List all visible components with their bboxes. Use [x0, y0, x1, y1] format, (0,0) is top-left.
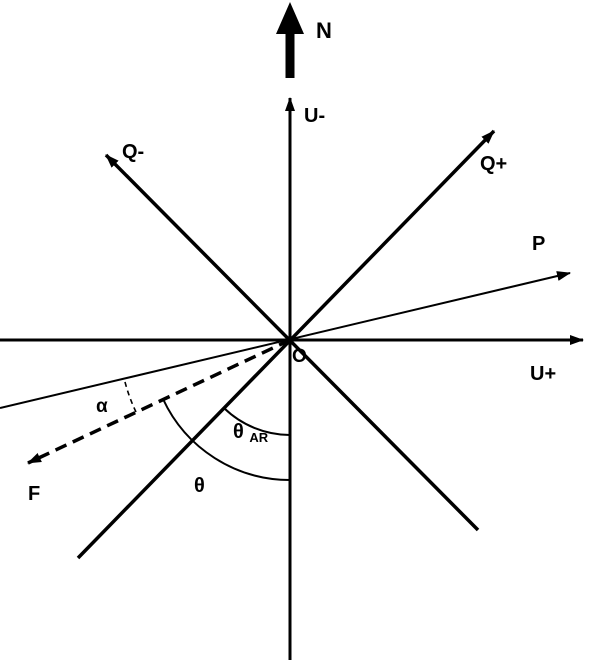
u-plus-label: U+	[530, 363, 556, 385]
alpha-arc-dashed	[123, 377, 137, 413]
theta-ar-arc	[223, 407, 291, 436]
p-label: P	[532, 233, 545, 255]
f-label: F	[28, 483, 40, 505]
north-label: N	[316, 18, 332, 43]
theta-arc	[162, 398, 291, 481]
q-minus-label: Q-	[122, 141, 144, 163]
u-minus-label: U-	[304, 105, 325, 127]
f-vector-dashed	[27, 338, 291, 465]
theta-ar-label-sub: AR	[249, 430, 268, 445]
q-minus-line	[104, 153, 480, 532]
q-plus-line	[76, 129, 496, 560]
q-plus-label: Q+	[480, 153, 507, 175]
origin-label: O	[292, 346, 307, 367]
theta-ar-label-base: θ	[233, 421, 244, 443]
north-arrow-head	[276, 2, 304, 34]
theta-label: θ	[194, 475, 205, 497]
theta-ar-label: θ AR	[233, 421, 269, 445]
alpha-label: α	[96, 396, 108, 417]
